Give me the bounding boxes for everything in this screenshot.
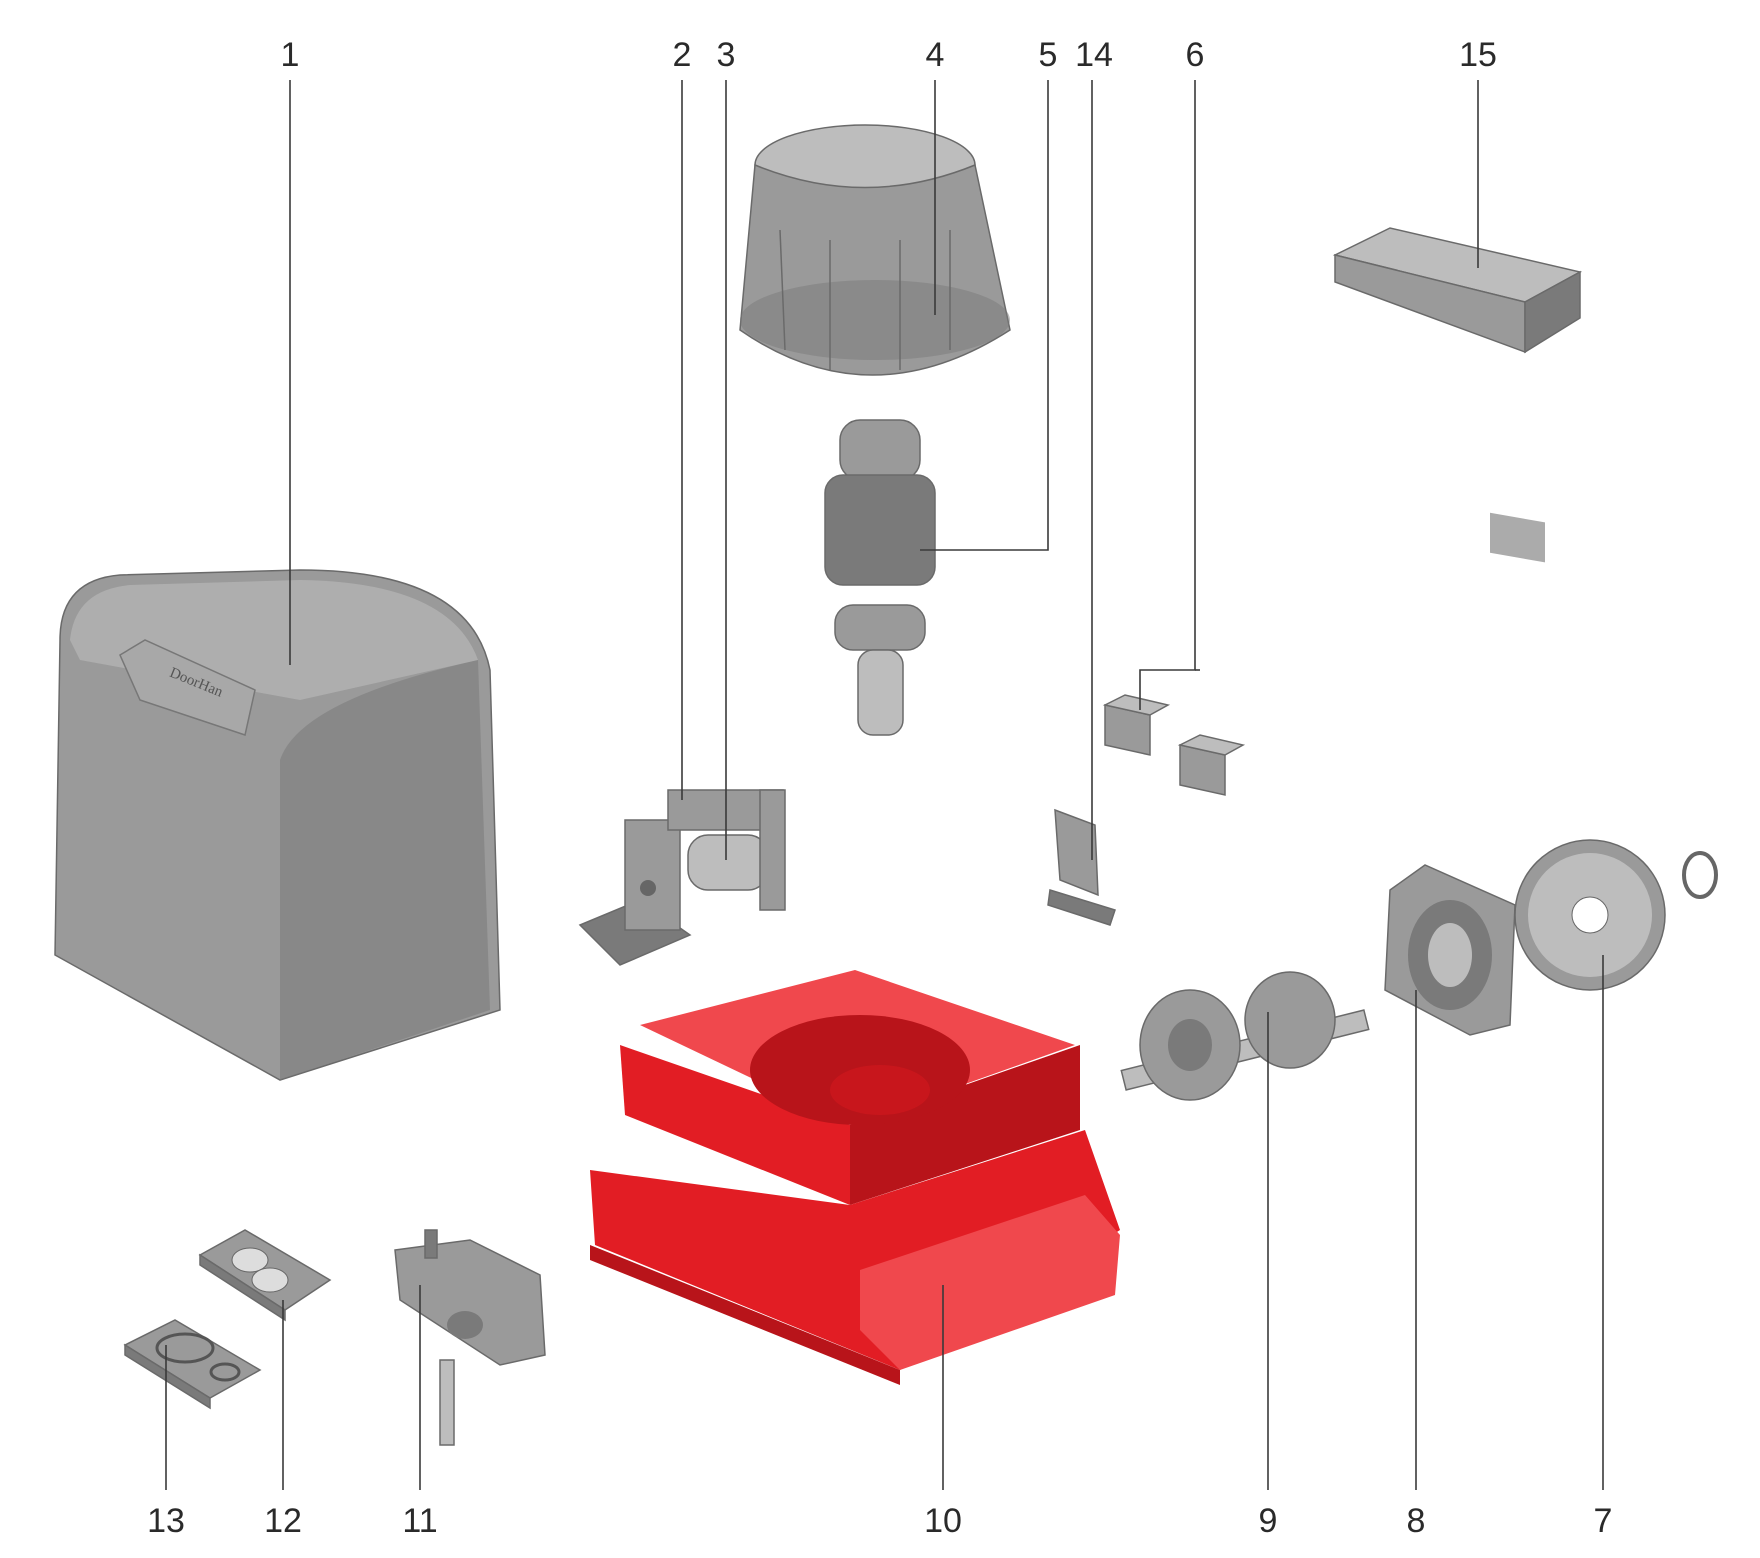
label-part-7: 7 (1594, 1502, 1613, 1540)
label-part-11: 11 (402, 1502, 437, 1540)
part-7-gear (1514, 839, 1718, 991)
part-10-housing-base (590, 970, 1120, 1385)
part-13-rings (123, 1319, 262, 1410)
leader-lines (165, 80, 1604, 1490)
part-8-flange (1384, 864, 1516, 1036)
label-part-5: 5 (1039, 36, 1058, 74)
label-part-13: 13 (147, 1502, 185, 1540)
label-part-8: 8 (1407, 1502, 1426, 1540)
label-part-2: 2 (673, 36, 692, 74)
part-12-rollers (198, 1229, 332, 1322)
label-part-14: 14 (1075, 36, 1113, 74)
part-15-control-board (1332, 227, 1583, 563)
part-2-3-limit-switch (578, 789, 786, 966)
label-part-9: 9 (1259, 1502, 1278, 1540)
label-part-15: 15 (1459, 36, 1497, 74)
part-5-rotor (824, 419, 936, 736)
label-part-10: 10 (924, 1502, 962, 1540)
part-labels: 1 2 3 4 5 14 6 15 7 8 9 10 11 12 13 (147, 36, 1612, 1540)
part-4-motor-cap (739, 124, 1011, 376)
label-part-6: 6 (1186, 36, 1205, 74)
part-9-shaft (1120, 971, 1370, 1101)
part-1-cover: DoorHan (54, 569, 501, 1081)
part-11-lock (394, 1229, 546, 1446)
label-part-1: 1 (281, 36, 300, 74)
part-6-brushes (1102, 694, 1246, 796)
label-part-12: 12 (264, 1502, 302, 1540)
part-14-bracket (1047, 808, 1116, 926)
label-part-3: 3 (717, 36, 736, 74)
label-part-4: 4 (926, 36, 945, 74)
